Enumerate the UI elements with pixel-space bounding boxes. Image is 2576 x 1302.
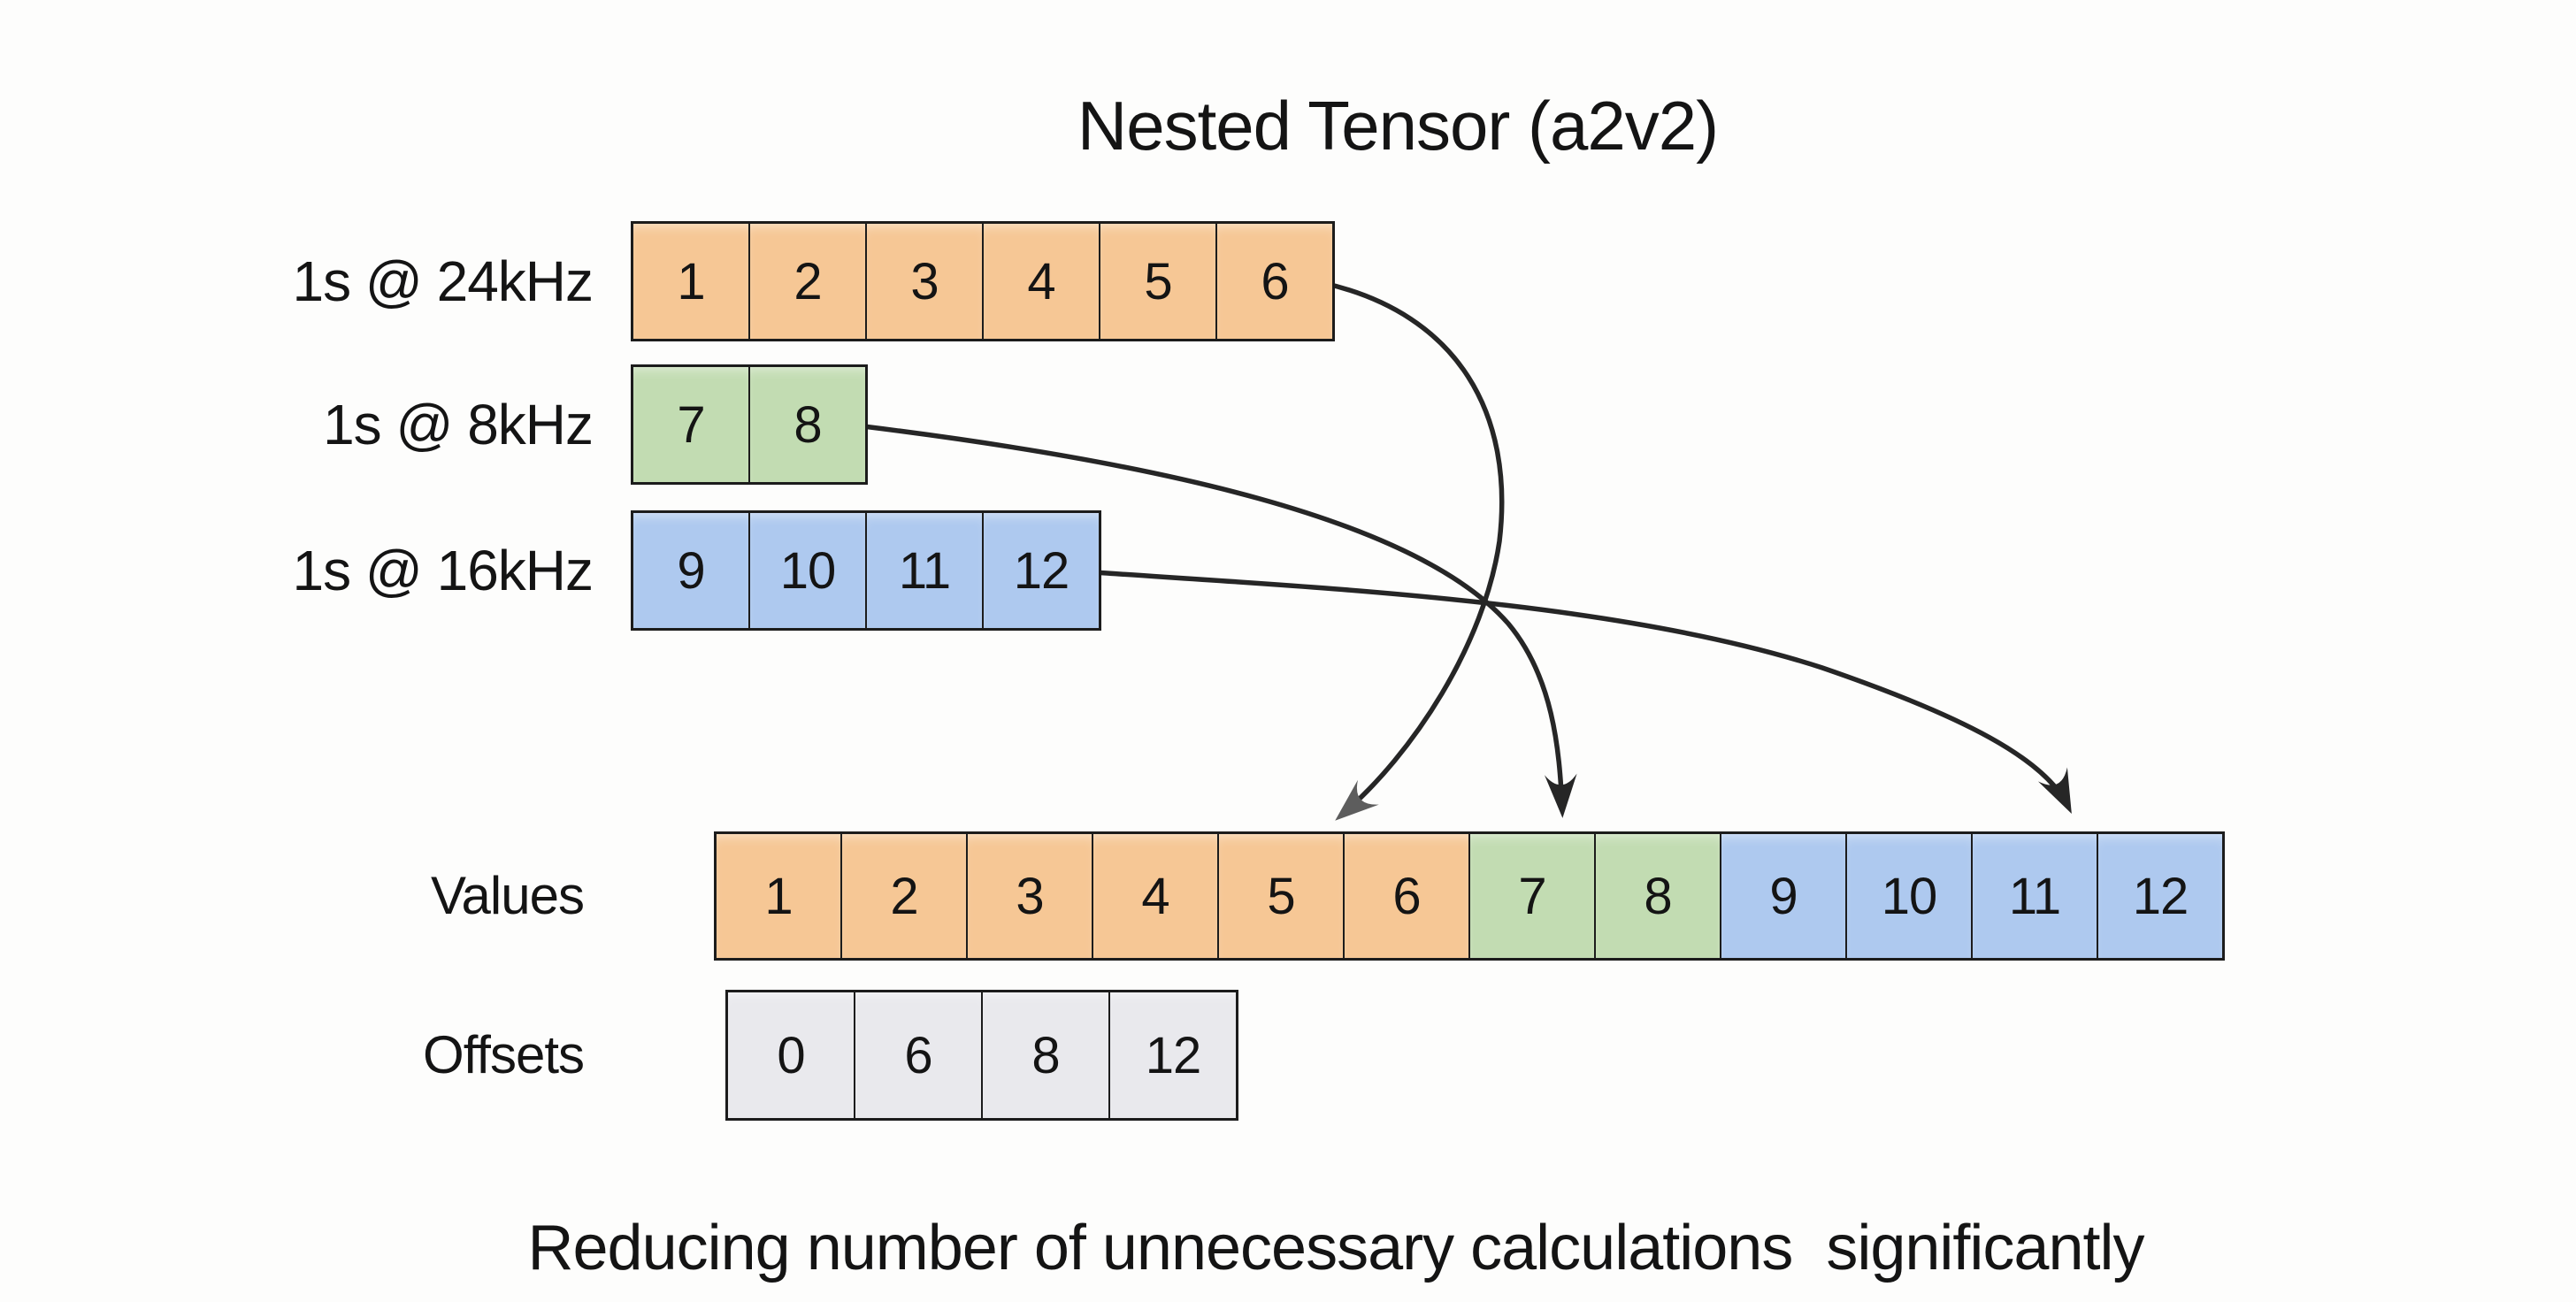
tensor-cell: 2 [842, 834, 968, 958]
tensor-cell: 12 [984, 513, 1099, 628]
tensor-cell: 4 [1093, 834, 1219, 958]
tensor-cell: 0 [728, 992, 855, 1118]
tensor-cell: 3 [867, 224, 984, 339]
row-label-8khz: 1s @ 8kHz [323, 393, 594, 456]
tensor-cell: 1 [717, 834, 842, 958]
offsets-label: Offsets [423, 1025, 585, 1084]
tensor-cell: 10 [750, 513, 867, 628]
tensor-cell: 5 [1219, 834, 1345, 958]
tensor-cell: 7 [633, 367, 750, 482]
tensor-cell: 7 [1470, 834, 1596, 958]
tensor-cell: 9 [633, 513, 750, 628]
tensor-cell: 12 [2098, 834, 2222, 958]
tensor-cell: 4 [984, 224, 1100, 339]
tensor-cell: 1 [633, 224, 750, 339]
arrow-16khz-to-values [1091, 570, 2072, 815]
tensor-cell: 11 [1973, 834, 2098, 958]
tensor-cell: 8 [983, 992, 1110, 1118]
tensor-cell: 10 [1847, 834, 1973, 958]
tensor-cell: 6 [1217, 224, 1332, 339]
arrow-24khz-to-values [1321, 280, 1505, 821]
row-label-24khz: 1s @ 24kHz [292, 249, 594, 313]
row-label-16khz: 1s @ 16kHz [292, 539, 594, 602]
tensor-cell: 2 [750, 224, 867, 339]
tensor-cell: 12 [1110, 992, 1236, 1118]
tensor-cell: 6 [855, 992, 983, 1118]
tensor-cell: 3 [968, 834, 1093, 958]
tensor-cell: 11 [867, 513, 984, 628]
tensor-cell: 8 [1596, 834, 1721, 958]
arrow-8khz-to-values [861, 424, 1577, 818]
values-label: Values [430, 866, 585, 925]
tensor-cell: 5 [1100, 224, 1217, 339]
tensor-cell: 6 [1345, 834, 1470, 958]
caption: Reducing number of unnecessary calculati… [527, 1213, 2144, 1283]
tensor-cell: 9 [1721, 834, 1847, 958]
tensor-cell: 8 [750, 367, 865, 482]
diagram-title: Nested Tensor (a2v2) [1077, 87, 1719, 165]
